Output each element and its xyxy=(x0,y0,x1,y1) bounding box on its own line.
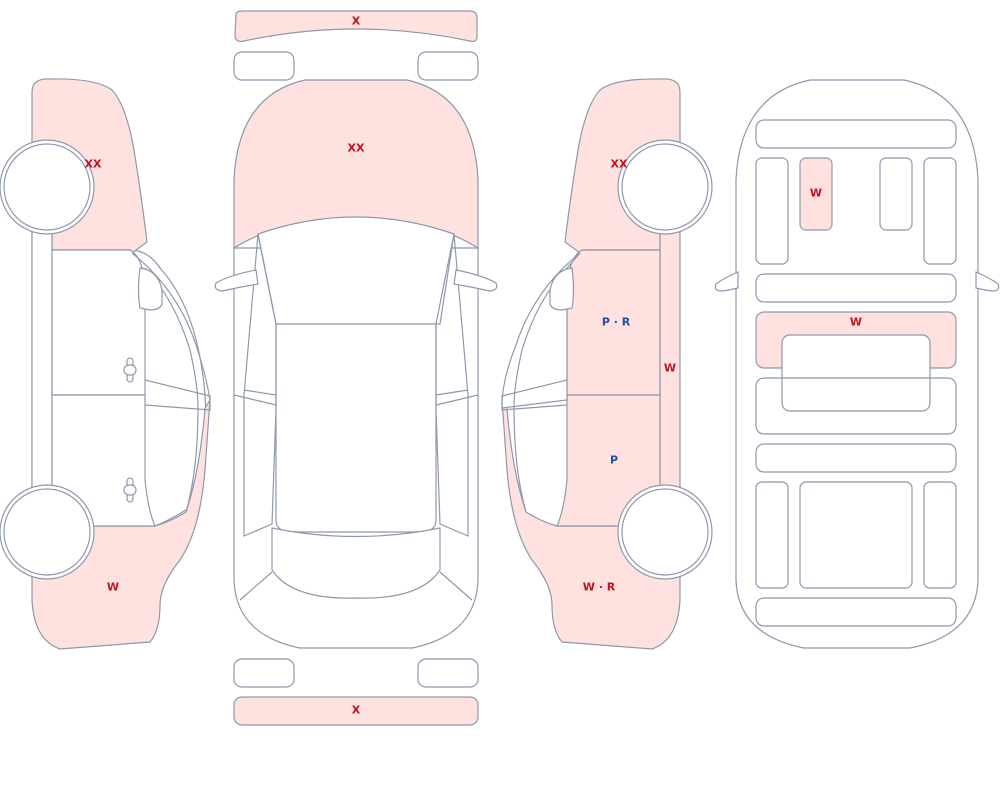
right-front-door-label: P · R xyxy=(602,316,631,329)
rear-bumper[interactable] xyxy=(233,696,479,726)
right-front-fender-label: XX xyxy=(611,158,628,171)
interior-mid-panel[interactable] xyxy=(755,443,957,473)
right-rear-wheel[interactable] xyxy=(617,484,713,580)
interior-front-panel[interactable] xyxy=(755,119,957,149)
top-right-mirror[interactable] xyxy=(453,269,498,292)
left-rear-wheel[interactable] xyxy=(0,484,95,580)
interior-left-rear-seat[interactable] xyxy=(755,481,789,589)
left-rear-quarter-label: W xyxy=(107,581,119,594)
roof[interactable] xyxy=(275,323,437,533)
right-window-frame xyxy=(513,267,568,513)
top-left-mirror[interactable] xyxy=(214,269,259,292)
hood-label: XX xyxy=(348,142,365,155)
interior-right-front-pillar[interactable] xyxy=(923,157,957,265)
interior-rear-panel[interactable] xyxy=(755,597,957,627)
interior-dash-label: W xyxy=(850,316,862,329)
left-mirror[interactable] xyxy=(137,267,163,311)
right-rear-quarter-label: W · R xyxy=(583,581,616,594)
windshield[interactable] xyxy=(257,216,455,325)
right-taillight[interactable] xyxy=(417,658,479,688)
interior-view: W W xyxy=(714,79,1000,649)
left-front-door-handle[interactable] xyxy=(123,357,137,383)
left-side-view: XX W xyxy=(0,78,211,650)
interior-right-mirror[interactable] xyxy=(975,271,1000,292)
top-view: X XX X xyxy=(214,10,498,726)
interior-center-item[interactable] xyxy=(879,157,913,231)
top-b-pillars xyxy=(233,389,479,406)
left-headlight[interactable] xyxy=(233,51,295,81)
interior-left-front-pillar[interactable] xyxy=(755,157,789,265)
interior-item-label: W xyxy=(810,187,822,200)
right-side-view: XX P · R W P W · R xyxy=(501,78,713,650)
front-bumper[interactable] xyxy=(234,10,478,43)
left-b-pillar xyxy=(144,379,211,411)
left-front-fender-label: XX xyxy=(85,158,102,171)
left-taillight[interactable] xyxy=(233,658,295,688)
top-left-side-windows xyxy=(243,233,277,537)
top-right-side-windows xyxy=(435,233,469,537)
right-rocker-label: W xyxy=(664,362,676,375)
interior-left-mirror[interactable] xyxy=(714,271,739,292)
left-window-frame xyxy=(144,267,199,513)
left-rear-door-handle[interactable] xyxy=(123,477,137,503)
trunk-lid[interactable] xyxy=(239,571,473,601)
interior-console[interactable] xyxy=(781,334,931,412)
front-bumper-label: X xyxy=(352,15,361,28)
right-rear-door[interactable] xyxy=(556,394,661,527)
interior-rear-seat[interactable] xyxy=(799,481,913,589)
left-front-wheel[interactable] xyxy=(0,139,95,235)
interior-front-seats[interactable] xyxy=(755,377,957,435)
right-mirror[interactable] xyxy=(549,267,575,311)
interior-right-rear-seat[interactable] xyxy=(923,481,957,589)
right-front-wheel[interactable] xyxy=(617,139,713,235)
rear-bumper-label: X xyxy=(352,704,361,717)
right-b-pillar xyxy=(501,379,568,411)
interior-windshield-base[interactable] xyxy=(755,273,957,303)
right-headlight[interactable] xyxy=(417,51,479,81)
right-rear-door-label: P xyxy=(610,454,618,467)
interior-steering-area[interactable] xyxy=(799,157,833,231)
rear-window[interactable] xyxy=(271,527,441,599)
